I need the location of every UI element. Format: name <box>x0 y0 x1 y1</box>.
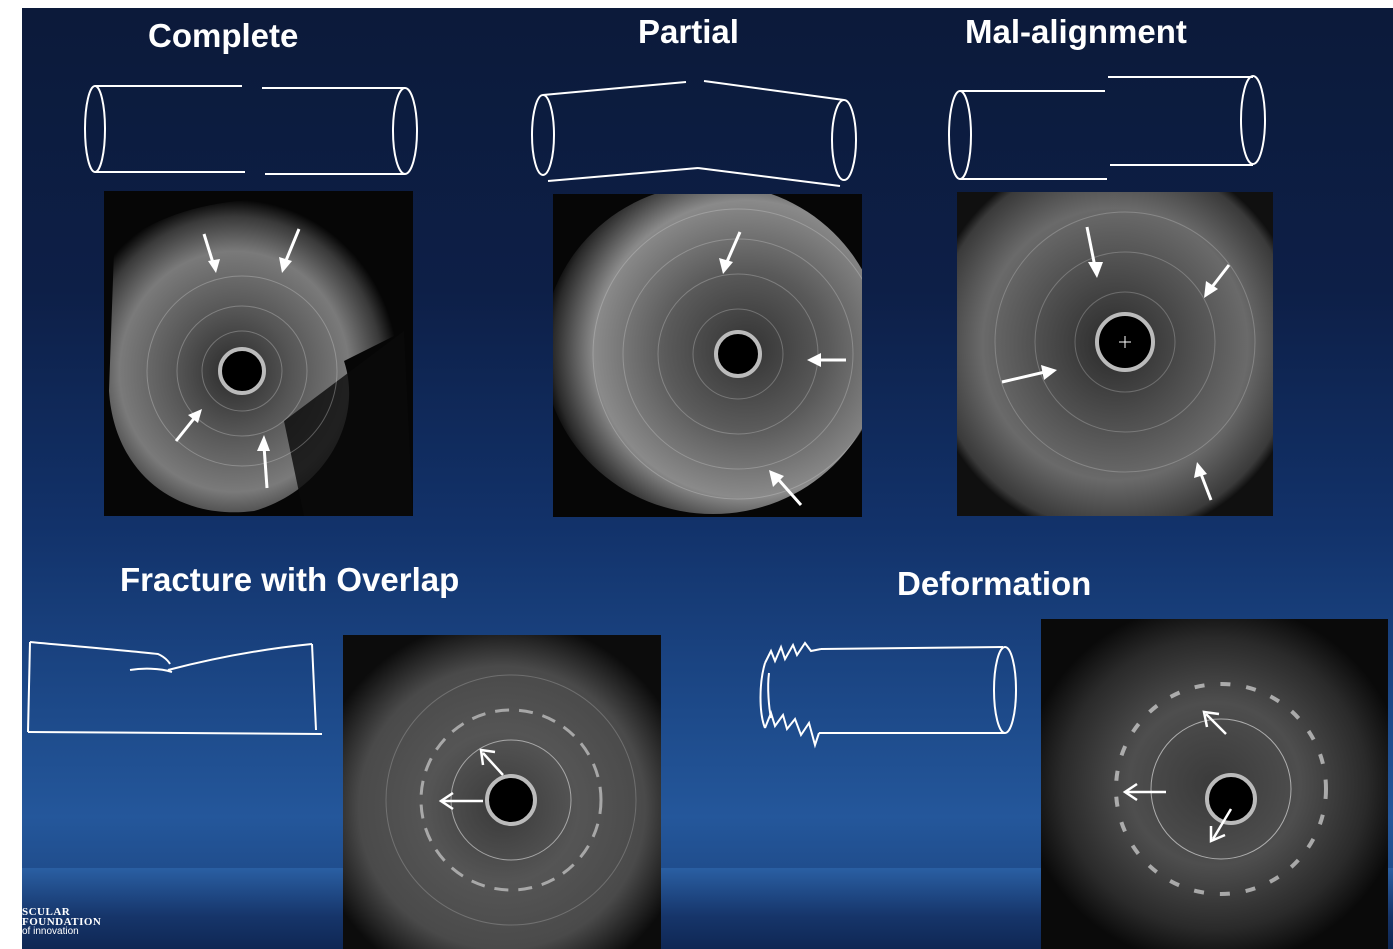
ivus-image-deformation <box>1041 619 1388 949</box>
slide: Complete Partial Mal-alignment Fracture … <box>22 8 1393 949</box>
title-deformation: Deformation <box>897 564 1091 604</box>
title-fracture-overlap: Fracture with Overlap <box>120 560 459 600</box>
title-malalignment: Mal-alignment <box>965 12 1187 52</box>
ivus-image-fracture-overlap <box>343 635 661 949</box>
ivus-image-partial <box>553 194 862 517</box>
title-complete: Complete <box>148 16 298 56</box>
complete-fracture-sketch <box>82 84 427 184</box>
logo-line-3: of innovation <box>22 927 101 937</box>
ivus-image-malalignment <box>957 192 1273 516</box>
deformation-sketch <box>755 633 1020 748</box>
ivus-image-complete <box>104 191 413 516</box>
partial-fracture-sketch <box>528 78 868 193</box>
title-partial: Partial <box>638 12 739 52</box>
fracture-overlap-sketch <box>22 636 332 738</box>
malalignment-sketch <box>946 72 1276 187</box>
foundation-logo: SCULAR FOUNDATION of innovation <box>22 907 101 937</box>
